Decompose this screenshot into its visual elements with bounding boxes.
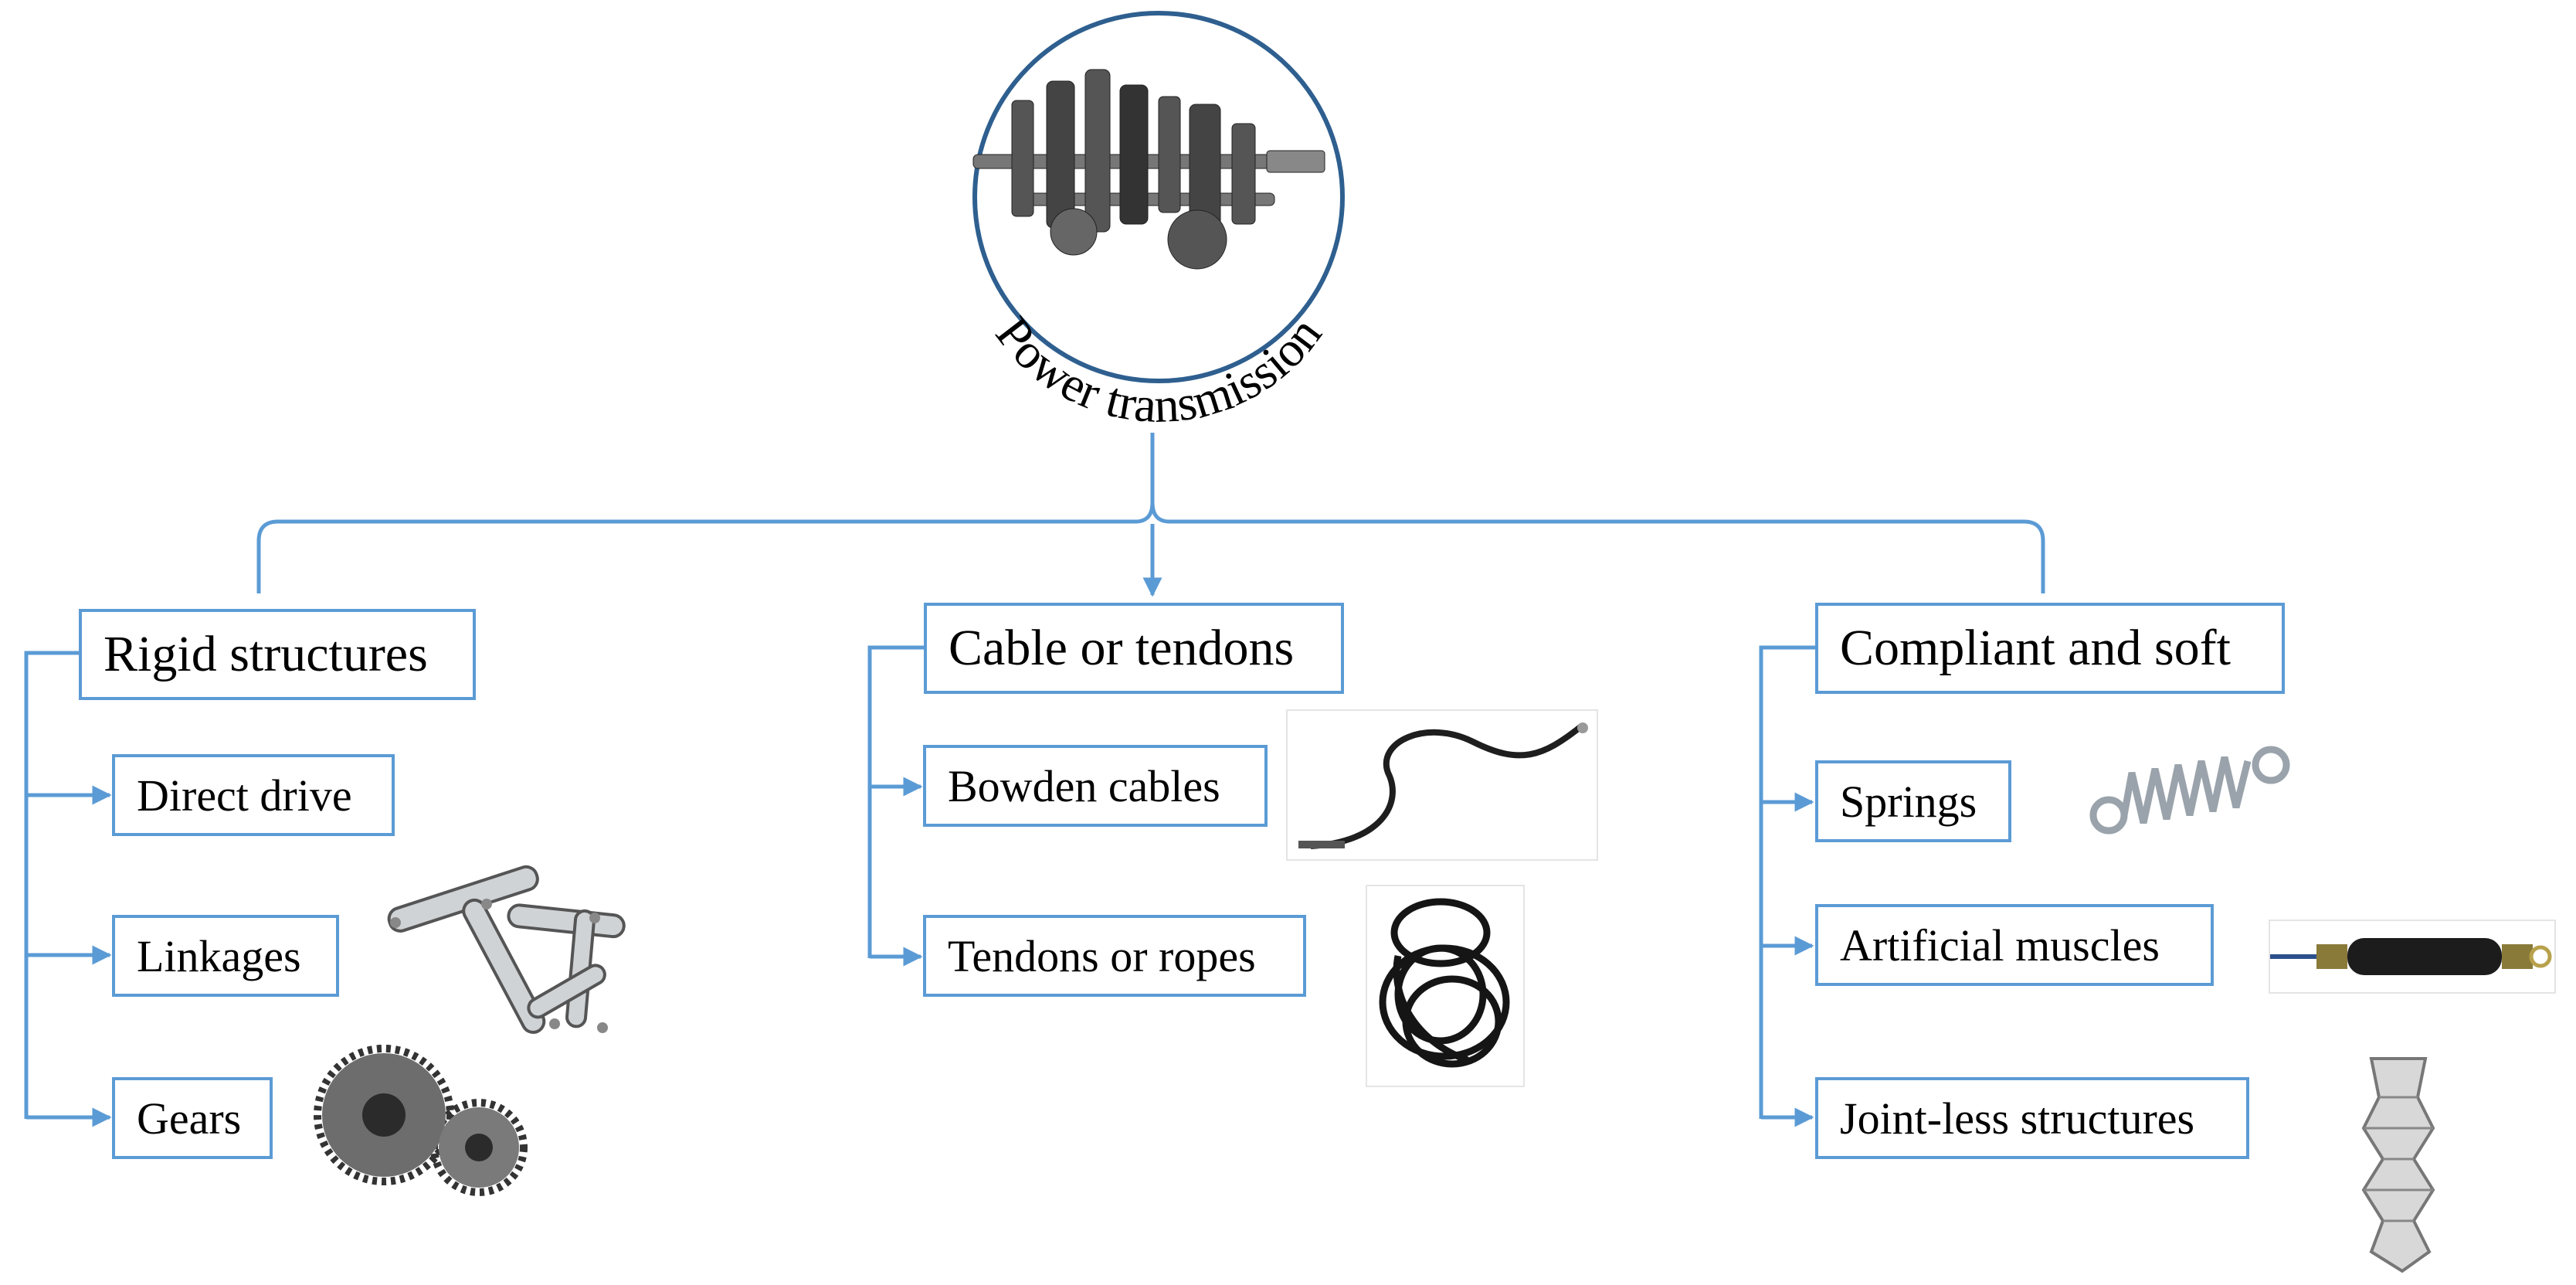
hub-brace: [256, 433, 2045, 593]
joint-less-structures-box: Joint-less structures: [1815, 1077, 2249, 1159]
cable-tree: [867, 645, 924, 958]
origami-structure-icon: [2340, 1051, 2458, 1275]
rigid-structures-box: Rigid structures: [79, 609, 476, 700]
gearbox-icon: [972, 69, 1325, 270]
linkage-icon: [371, 850, 680, 1082]
springs-box: Springs: [1815, 760, 2011, 842]
rope-coil-icon: [1366, 885, 1525, 1087]
gears-icon: [313, 1032, 537, 1205]
bowden-cables-box: Bowden cables: [923, 745, 1268, 827]
compliant-tree: [1759, 645, 1815, 1119]
artificial-muscles-box: Artificial muscles: [1815, 904, 2214, 986]
gears-box: Gears: [112, 1077, 273, 1159]
direct-drive-box: Direct drive: [112, 754, 395, 836]
linkages-box: Linkages: [112, 915, 339, 997]
spring-icon: [2086, 738, 2294, 850]
compliant-and-soft-box: Compliant and soft: [1815, 603, 2285, 694]
cable-or-tendons-box: Cable or tendons: [924, 603, 1344, 694]
power-transmission-hub: Power transmission: [942, 8, 1359, 440]
rigid-tree: [24, 651, 79, 1119]
bowden-cable-icon: [1286, 709, 1598, 861]
tendons-or-ropes-box: Tendons or ropes: [923, 915, 1306, 997]
artificial-muscle-icon: [2269, 920, 2556, 994]
